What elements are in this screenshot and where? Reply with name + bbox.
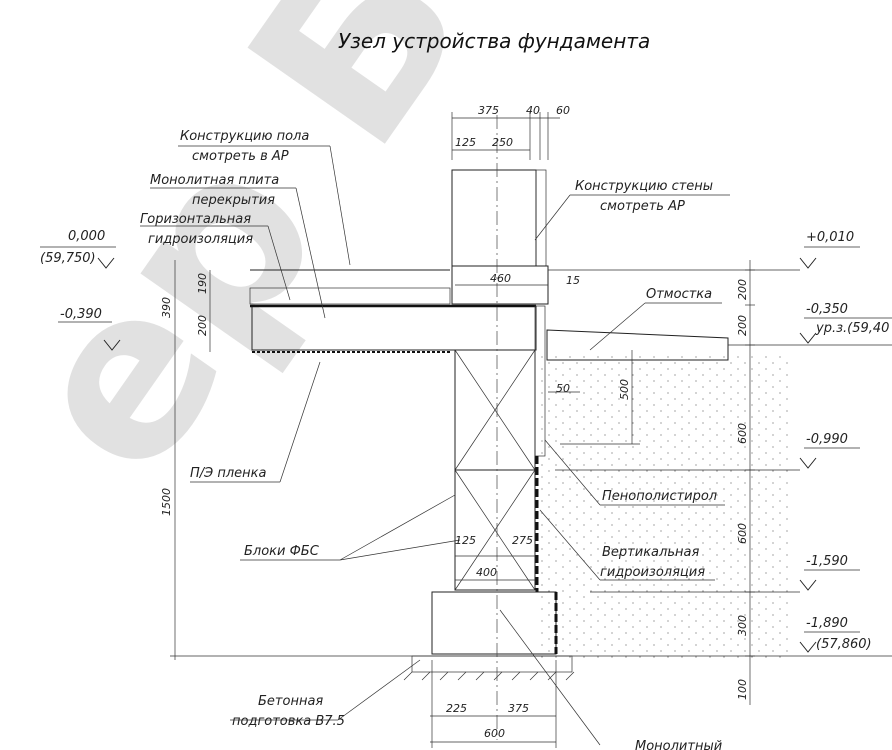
dim-40: 40 [526, 104, 540, 117]
level-minus-0390: -0,390 [60, 307, 102, 322]
dim-375-top: 375 [478, 104, 499, 117]
fbs-blocks-label: Блоки ФБС [244, 544, 320, 559]
dim-600-bottom: 600 [484, 727, 505, 740]
level-minus-1890-abs: (57,860) [816, 637, 872, 652]
dim-460: 460 [490, 272, 511, 285]
level-extension-lines [548, 269, 800, 593]
dim-200-right-top: 200 [736, 279, 749, 300]
dim-1500: 1500 [160, 488, 173, 516]
dim-400: 400 [476, 566, 497, 579]
level-markers [97, 257, 817, 653]
polystyrene-label: Пенополистирол [602, 489, 717, 504]
vert-waterproof-label-2: гидроизоляция [600, 565, 705, 580]
dim-390: 390 [160, 297, 173, 318]
wall-facing [535, 169, 547, 267]
dim-190: 190 [196, 273, 209, 294]
top-dim-lines [451, 112, 560, 160]
dim-225: 225 [446, 702, 467, 715]
dim-125-mid: 125 [455, 534, 476, 547]
level-ground-abs: ур.з.(59,40 [815, 321, 889, 336]
dim-300: 300 [736, 615, 749, 636]
floor-construction-label-1: Конструкцию пола [180, 129, 309, 144]
horiz-waterproof-label-2: гидроизоляция [148, 232, 253, 247]
dim-600-b: 600 [736, 523, 749, 544]
wall-construction-label-1: Конструкцию стены [575, 179, 713, 194]
drawing-title: Узел устройства фундамента [338, 29, 650, 53]
fbs-block-2-cross [454, 469, 536, 591]
dim-375-bottom: 375 [508, 702, 529, 715]
level-marker-shelves [40, 246, 892, 633]
horiz-waterproof-label-1: Горизонтальная [140, 212, 251, 227]
dim-250: 250 [492, 136, 513, 149]
vert-waterproof-label-1: Вертикальная [602, 545, 699, 560]
fbs-block-2 [454, 469, 536, 591]
dim-500: 500 [618, 379, 631, 400]
upper-wall [451, 169, 537, 267]
dim-275: 275 [512, 534, 533, 547]
dim-15: 15 [566, 274, 580, 287]
floor-construction-label-2: смотреть в АР [192, 149, 289, 164]
dim-200-right: 200 [736, 315, 749, 336]
slab-label-1: Монолитная плита [150, 173, 279, 188]
level-minus-1890: -1,890 [806, 616, 848, 631]
level-minus-0990: -0,990 [806, 432, 848, 447]
leader-lines [140, 145, 730, 746]
dim-60: 60 [556, 104, 570, 117]
bottom-dim-lines [430, 660, 557, 748]
concrete-prep-label-1: Бетонная [258, 694, 323, 709]
wall-construction-label-2: смотреть АР [600, 199, 685, 214]
blind-area-slab [546, 329, 729, 361]
level-plus-0010: +0,010 [806, 230, 854, 245]
fbs-block-1-cross [454, 349, 536, 471]
pe-film-label: П/Э пленка [190, 466, 267, 481]
level-zero-abs: (59,750) [40, 251, 96, 266]
level-minus-0350: -0,350 [806, 302, 848, 317]
floor-insulation [249, 287, 451, 305]
dim-600-a: 600 [736, 423, 749, 444]
dim-100: 100 [736, 679, 749, 700]
dim-50: 50 [556, 382, 570, 395]
slab-label-2: перекрытия [192, 193, 275, 208]
soil-fill [540, 352, 790, 662]
dim-200-left: 200 [196, 315, 209, 336]
monolithic-footing [431, 591, 557, 655]
polystyrene-board [534, 305, 546, 457]
inner-dim-lines [455, 284, 640, 581]
level-minus-1590: -1,590 [806, 554, 848, 569]
monolithic-label-partial: Монолитный [635, 739, 722, 750]
soil-hatch [403, 671, 575, 681]
concrete-prep-label-2: подготовка В7.5 [232, 714, 345, 729]
blind-area-label: Отмостка [646, 287, 712, 302]
level-zero: 0,000 [68, 229, 105, 244]
dim-125-top: 125 [455, 136, 476, 149]
